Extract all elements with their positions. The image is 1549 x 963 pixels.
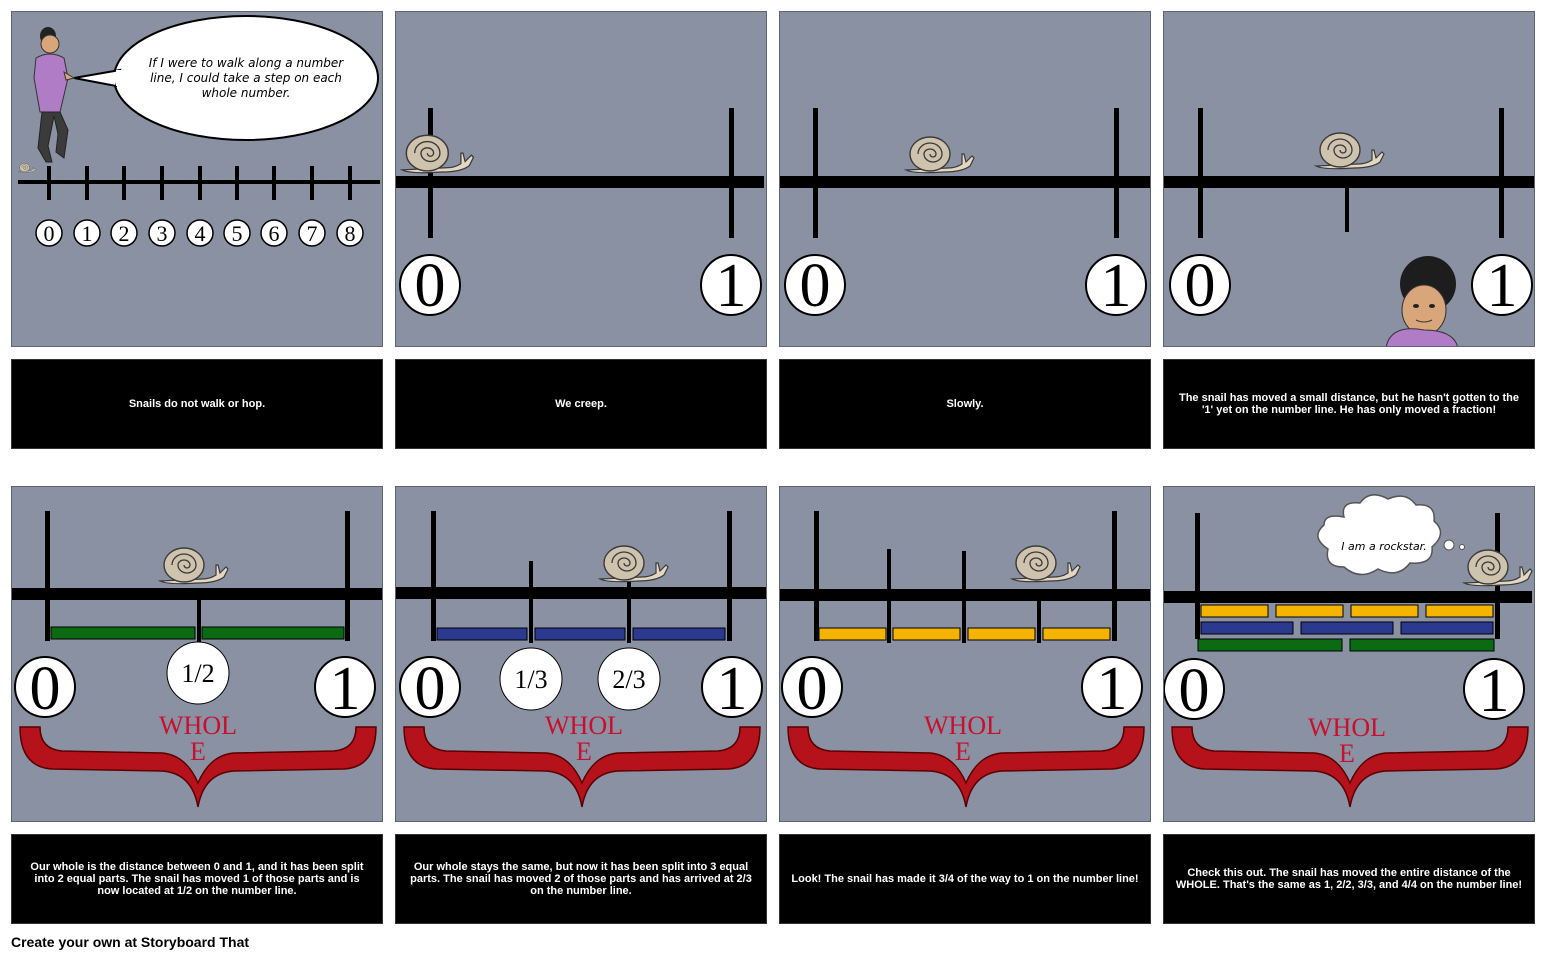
label-zero: 0 xyxy=(30,655,61,723)
fraction-half: 1/2 xyxy=(181,659,214,688)
panel-6: 1/3 2/3 0 1 WHOLE xyxy=(395,486,767,822)
fraction-two-thirds: 2/3 xyxy=(612,665,645,694)
girl-thinking xyxy=(1386,256,1458,346)
snail-icon xyxy=(599,545,669,583)
number-1: 1 xyxy=(82,221,93,246)
label-one: 1 xyxy=(717,655,748,723)
label-zero: 0 xyxy=(415,655,446,723)
caption-8: Check this out. The snail has moved the … xyxy=(1163,834,1535,924)
panel-5: 1/2 0 1 WHOLE xyxy=(11,486,383,822)
label-zero: 0 xyxy=(800,252,831,320)
thought-bubble-text: I am a rockstar. xyxy=(1341,540,1427,553)
footer-link[interactable]: Create your own at Storyboard That xyxy=(11,934,250,950)
panel-2: 0 1 xyxy=(395,11,767,347)
label-one: 1 xyxy=(1097,655,1128,723)
caption-1: Snails do not walk or hop. xyxy=(11,359,383,449)
label-one: 1 xyxy=(1479,657,1510,725)
caption-3: Slowly. xyxy=(779,359,1151,449)
panel-8: 0 1 I am a rockstar. WHOLE xyxy=(1163,486,1535,822)
whole-label: WHOLE xyxy=(1308,713,1386,768)
label-zero: 0 xyxy=(1179,657,1210,725)
label-one: 1 xyxy=(716,252,747,320)
label-zero: 0 xyxy=(1185,252,1216,320)
label-one: 1 xyxy=(1101,252,1132,320)
number-4: 4 xyxy=(195,221,206,246)
label-one: 1 xyxy=(330,655,361,723)
label-zero: 0 xyxy=(415,252,446,320)
speech-bubble-text: If I were to walk along a number line, I… xyxy=(148,56,344,100)
number-5: 5 xyxy=(232,221,243,246)
caption-6: Our whole stays the same, but now it has… xyxy=(395,834,767,924)
panel-7: 0 1 WHOLE xyxy=(779,486,1151,822)
whole-label: WHOLE xyxy=(159,711,237,766)
snail-icon xyxy=(159,547,229,585)
snail-icon xyxy=(1011,545,1081,583)
number-2: 2 xyxy=(119,221,130,246)
snail-icon xyxy=(905,136,975,174)
number-8: 8 xyxy=(345,221,356,246)
panel-4: 0 1 xyxy=(1163,11,1535,347)
snail-icon xyxy=(1463,549,1533,587)
girl-figure xyxy=(33,27,76,163)
number-7: 7 xyxy=(307,221,318,246)
label-zero: 0 xyxy=(797,655,828,723)
panel-1: 0 1 2 3 4 5 6 7 8 If I were to walk alon… xyxy=(11,11,383,347)
number-3: 3 xyxy=(157,221,168,246)
whole-label: WHOLE xyxy=(545,711,623,766)
whole-label: WHOLE xyxy=(924,711,1002,766)
snail-icon xyxy=(1315,132,1385,170)
snail-icon xyxy=(401,134,475,174)
caption-2: We creep. xyxy=(395,359,767,449)
caption-4: The snail has moved a small distance, bu… xyxy=(1163,359,1535,449)
label-one: 1 xyxy=(1487,252,1518,320)
caption-5: Our whole is the distance between 0 and … xyxy=(11,834,383,924)
number-0: 0 xyxy=(44,221,55,246)
fraction-one-third: 1/3 xyxy=(514,665,547,694)
caption-7: Look! The snail has made it 3/4 of the w… xyxy=(779,834,1151,924)
panel-3: 0 1 xyxy=(779,11,1151,347)
number-6: 6 xyxy=(269,221,280,246)
